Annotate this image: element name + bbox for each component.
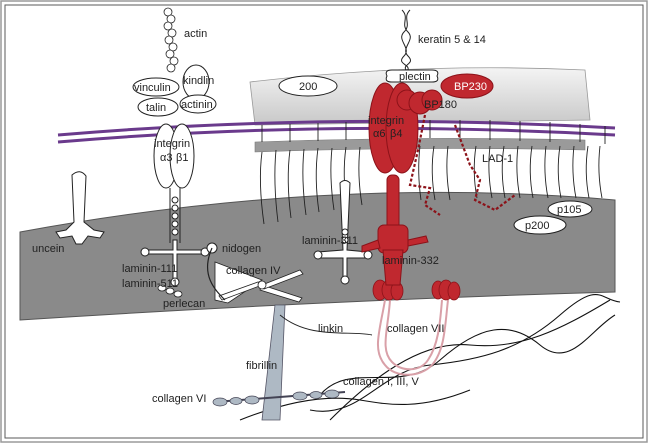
actin-filament	[163, 7, 179, 73]
label-collagen135: collagen I, III, V	[343, 376, 419, 388]
label-linkin: linkin	[318, 323, 343, 335]
label-actin: actin	[184, 28, 207, 40]
label-lad1: LAD-1	[482, 153, 513, 165]
label-vinculin: vinculin	[134, 82, 171, 94]
label-talin: talin	[146, 102, 166, 114]
nidogen-link	[207, 247, 226, 301]
cd151-oval	[278, 75, 338, 97]
label-perlecan: perlecan	[163, 298, 205, 310]
collagen-fibril-helix	[239, 294, 621, 421]
label-laminin311: laminin-311	[302, 235, 358, 247]
label-actinin: actinin	[181, 99, 213, 111]
p105-oval	[547, 200, 593, 218]
label-laminin511: laminin-511	[122, 278, 178, 290]
p200-oval	[513, 215, 567, 235]
label-p105: p105	[557, 204, 581, 216]
bp180-molecule	[396, 89, 443, 115]
fibrillin-microfibril	[261, 304, 286, 421]
laminin-311-cross	[313, 180, 373, 285]
label-laminin332: laminin-332	[382, 255, 439, 267]
label-fibrillin: fibrillin	[246, 360, 277, 372]
label-integrin-right: integrin	[368, 115, 404, 127]
label-plectin: plectin	[399, 71, 431, 83]
label-alpha6: α6	[373, 128, 385, 140]
label-uncein: uncein	[32, 243, 64, 255]
plectin-molecule	[385, 69, 439, 83]
inner-border	[4, 4, 644, 439]
label-alpha3: α3	[160, 152, 172, 164]
label-nidogen: nidogen	[222, 243, 261, 255]
label-bp180: BP180	[424, 99, 457, 111]
uncein-molecule	[55, 171, 105, 245]
label-collagen4: collagen IV	[226, 265, 281, 277]
laminin-332-stem	[361, 235, 429, 286]
label-laminin111: laminin-111	[122, 263, 177, 275]
label-p200: p200	[525, 220, 549, 232]
label-integrin-left: integrin	[154, 138, 190, 150]
label-keratin: keratin 5 & 14	[418, 34, 486, 46]
label-cd151: 200	[299, 81, 317, 93]
label-kindlin: kindlin	[183, 75, 214, 87]
lad1-fibers	[408, 114, 516, 216]
collagen-vi-beads	[212, 389, 346, 407]
anchoring-filaments	[259, 120, 606, 225]
left-integrin-complex	[132, 64, 217, 243]
linkin-line	[279, 314, 373, 336]
label-beta4: β4	[390, 128, 402, 140]
label-collagen6: collagen VI	[152, 393, 206, 405]
plasma-membrane-outer	[57, 119, 616, 137]
keratin-filament	[401, 9, 411, 71]
laminin-111-511-cross	[140, 239, 218, 287]
perlecan-beads	[157, 284, 183, 298]
collagen-iv-network	[214, 261, 304, 304]
bp230-molecule	[440, 73, 494, 99]
label-beta1: β1	[176, 152, 188, 164]
label-bp230: BP230	[454, 81, 487, 93]
plasma-membrane-inner	[57, 126, 616, 144]
label-collagen7: collagen VII	[387, 323, 444, 335]
collagen-vii-fibril	[377, 299, 449, 376]
